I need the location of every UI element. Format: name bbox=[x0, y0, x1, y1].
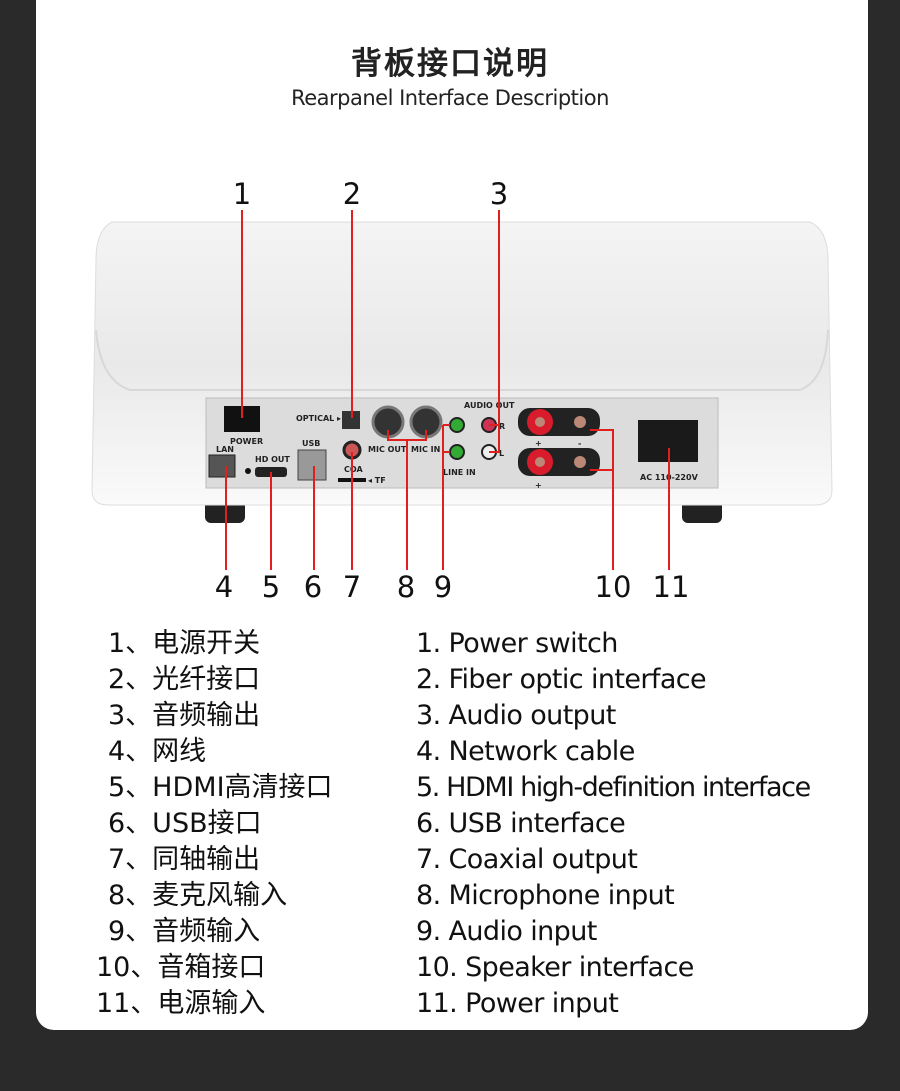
lan-port bbox=[208, 454, 236, 478]
label-plus: + bbox=[535, 481, 542, 490]
legend-item: 1. Power switch bbox=[416, 628, 618, 659]
usb-ports bbox=[297, 449, 327, 481]
device-body bbox=[91, 221, 833, 523]
rear-panel bbox=[205, 397, 719, 489]
legend-item: 11、电源输入 bbox=[96, 988, 266, 1019]
label-audio-out: AUDIO OUT bbox=[464, 401, 515, 410]
callout-3: 3 bbox=[490, 177, 508, 211]
callout-5: 5 bbox=[262, 570, 280, 604]
legend-item: 10. Speaker interface bbox=[416, 952, 694, 983]
callout-10: 10 bbox=[595, 570, 632, 604]
legend-item: 4. Network cable bbox=[416, 736, 635, 767]
page-title: 背板接口说明 bbox=[351, 46, 549, 82]
label-optical: OPTICAL ▸ bbox=[296, 414, 341, 423]
optical-port bbox=[342, 411, 360, 429]
page-subtitle: Rearpanel Interface Description bbox=[291, 86, 609, 110]
label-coa: COA bbox=[344, 465, 363, 474]
legend-item: 1、电源开关 bbox=[108, 628, 261, 659]
line-in-r bbox=[449, 417, 465, 433]
legend-item: 3. Audio output bbox=[416, 700, 616, 731]
legend-item: 7、同轴输出 bbox=[108, 844, 261, 875]
label-r: R bbox=[499, 422, 505, 431]
label-line-in: LINE IN bbox=[443, 468, 476, 477]
legend-item: 2、光纤接口 bbox=[108, 664, 261, 695]
legend-item: 3、音频输出 bbox=[108, 700, 261, 731]
legend-english: 1. Power switch 2. Fiber optic interface… bbox=[416, 626, 811, 1022]
line-in-l bbox=[449, 444, 465, 460]
label-power: POWER bbox=[230, 437, 263, 446]
label-usb: USB bbox=[302, 439, 320, 448]
callout-11: 11 bbox=[653, 570, 690, 604]
card bbox=[36, 0, 868, 1030]
speaker-terminals: + + - bbox=[518, 408, 600, 490]
label-plus: + bbox=[535, 439, 542, 448]
legend-item: 10、音箱接口 bbox=[96, 952, 266, 983]
label-lan: LAN bbox=[216, 445, 234, 454]
callout-2: 2 bbox=[343, 177, 361, 211]
label-tf: ◂ TF bbox=[368, 476, 386, 485]
label-l: L bbox=[499, 449, 504, 458]
legend-item: 2. Fiber optic interface bbox=[416, 664, 707, 695]
legend-chinese: 1、电源开关 2、光纤接口 3、音频输出 4、网线 5、HDMI高清接口 6、U… bbox=[96, 626, 333, 1022]
legend-item: 8、麦克风输入 bbox=[108, 880, 288, 911]
legend-item: 7. Coaxial output bbox=[416, 844, 638, 875]
callout-8: 8 bbox=[397, 570, 415, 604]
label-minus: - bbox=[578, 439, 581, 448]
device-rear-panel-diagram: POWER LAN HD OUT USB OPTICAL ▸ COA ◂ TF … bbox=[91, 177, 833, 604]
callout-9: 9 bbox=[434, 570, 452, 604]
legend-item: 4、网线 bbox=[108, 736, 207, 767]
callout-7: 7 bbox=[343, 570, 361, 604]
legend-item: 8. Microphone input bbox=[416, 880, 675, 911]
legend-item: 6、USB接口 bbox=[108, 808, 262, 839]
legend-item: 9、音频输入 bbox=[108, 916, 261, 947]
callout-lines bbox=[225, 210, 670, 570]
callout-1: 1 bbox=[233, 177, 251, 211]
legend-item: 6. USB interface bbox=[416, 808, 626, 839]
legend-item: 5、HDMI高清接口 bbox=[108, 772, 333, 803]
label-mic-in: MIC IN bbox=[411, 445, 440, 454]
callout-4: 4 bbox=[215, 570, 233, 604]
legend-item: 9. Audio input bbox=[416, 916, 597, 947]
legend-item: 11. Power input bbox=[416, 988, 619, 1019]
label-mic-out: MIC OUT bbox=[368, 445, 407, 454]
callout-6: 6 bbox=[304, 570, 322, 604]
label-hd-out: HD OUT bbox=[255, 455, 290, 464]
legend-item: 5. HDMI high-definition interface bbox=[416, 772, 811, 803]
